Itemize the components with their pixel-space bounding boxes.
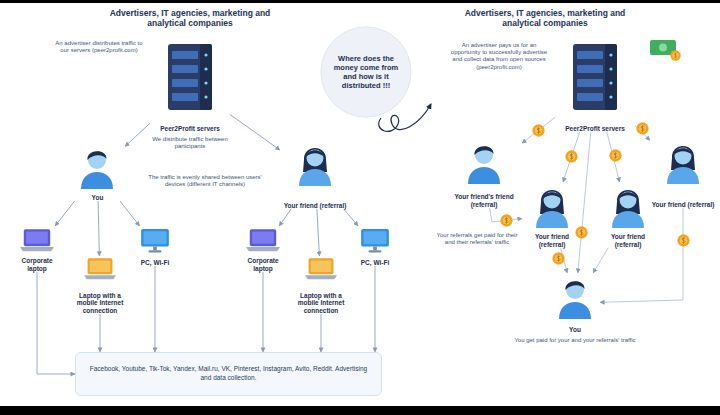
coin-icon xyxy=(552,252,564,264)
person-icon xyxy=(667,146,699,184)
icon-node: Corporate laptop xyxy=(238,226,288,272)
node-label: Peer2Profit servers xyxy=(160,125,220,132)
icon-node: You xyxy=(550,273,600,333)
traffic-arrow xyxy=(263,272,264,352)
coin-icon xyxy=(636,122,648,134)
traffic-arrow xyxy=(98,201,99,256)
traffic-arrow xyxy=(375,266,376,352)
node-label: Laptop with a mobile Internet connection xyxy=(70,292,130,314)
payout-line xyxy=(578,132,591,273)
traffic-arrow xyxy=(125,123,150,146)
note-text: An advertiser distributes traffic to our… xyxy=(55,40,143,54)
icon-node: PC, Wi-Fi xyxy=(132,226,178,266)
question-circle: Where does the money come from and how i… xyxy=(320,26,412,118)
node-label: PC, Wi-Fi xyxy=(361,259,389,266)
person-icon xyxy=(559,281,591,319)
icon-node: Your friend (referral) xyxy=(280,141,350,209)
person-icon xyxy=(299,148,331,186)
coin-icon xyxy=(575,226,587,238)
frame-band xyxy=(0,0,720,3)
person-icon xyxy=(612,190,644,228)
laptop-icon xyxy=(20,229,54,251)
note-text: You get paid for your and your referrals… xyxy=(485,337,665,344)
payout-line xyxy=(600,208,683,302)
coin-icon xyxy=(677,234,689,246)
icon-node: You xyxy=(70,143,125,201)
coin-icon xyxy=(532,124,544,136)
node-label: Facebook, Youtube, Tik-Tok, Yandex, Mail… xyxy=(88,365,369,383)
coin-icon xyxy=(670,50,680,60)
note-text: Your referrals get paid for their and th… xyxy=(436,232,518,246)
traffic-arrow xyxy=(120,201,140,226)
heading-text: Advertisers, IT agencies, marketing and … xyxy=(95,8,285,28)
person-icon xyxy=(81,151,113,189)
node-label: Corporate laptop xyxy=(238,257,288,272)
person-icon xyxy=(468,146,500,184)
laptop-icon xyxy=(305,258,337,279)
note-text: The traffic is evenly shared between use… xyxy=(140,174,270,188)
coin-icon xyxy=(609,149,621,161)
person-icon xyxy=(536,190,568,228)
coin-icon xyxy=(565,150,577,162)
server-icon xyxy=(168,44,212,110)
payout-line xyxy=(593,248,608,273)
node-label: Where does the money come from and how i… xyxy=(332,54,400,90)
node-label: Laptop with a mobile Internet connection xyxy=(291,292,351,314)
traffic-arrow xyxy=(55,201,75,226)
icon-node: PC, Wi-Fi xyxy=(353,226,397,266)
traffic-arrow xyxy=(100,314,101,352)
node-label: Your friend's friend (referral) xyxy=(446,193,522,208)
note-text: We distribute traffic between participan… xyxy=(148,136,232,150)
icon-node: Laptop with a mobile Internet connection xyxy=(70,256,130,314)
traffic-arrow xyxy=(321,314,322,352)
platform-box: Facebook, Youtube, Tik-Tok, Yandex, Mail… xyxy=(75,352,382,396)
icon-node: Corporate laptop xyxy=(12,226,62,272)
note-text: An advertiser pays us for an opportunity… xyxy=(446,42,552,71)
node-label: You xyxy=(569,326,581,333)
node-label: Peer2Profit servers xyxy=(565,125,625,132)
laptop-icon xyxy=(246,229,280,251)
payout-line xyxy=(522,117,555,143)
node-label: Your friend (referral) xyxy=(600,233,656,248)
frame-band xyxy=(0,406,720,415)
icon-node: Laptop with a mobile Internet connection xyxy=(291,256,351,314)
node-label: Your friend (referral) xyxy=(522,233,582,248)
traffic-arrow xyxy=(344,209,358,226)
icon-node: Your friend (referral) xyxy=(600,182,656,248)
icon-node: Your friend (referral) xyxy=(522,182,582,248)
node-label: Your friend (referral) xyxy=(652,201,715,208)
traffic-arrow xyxy=(317,209,320,256)
icon-node: Your friend (referral) xyxy=(650,138,716,208)
node-label: Corporate laptop xyxy=(12,257,62,272)
icon-node: Peer2Profit servers xyxy=(150,40,230,132)
payout-line xyxy=(563,132,580,182)
icon-node: Peer2Profit servers xyxy=(555,40,635,132)
coin-icon xyxy=(500,214,512,226)
node-label: Your friend (referral) xyxy=(284,202,347,209)
traffic-arrow xyxy=(37,272,75,374)
traffic-arrow xyxy=(279,209,291,226)
traffic-arrow xyxy=(230,115,280,151)
server-icon xyxy=(573,44,617,110)
traffic-arrow xyxy=(155,266,156,352)
icon-node: Your friend's friend (referral) xyxy=(446,138,522,208)
monitor-icon xyxy=(141,229,169,253)
monitor-icon xyxy=(361,229,389,253)
node-label: You xyxy=(92,194,104,201)
node-label: PC, Wi-Fi xyxy=(141,259,169,266)
circle-shape xyxy=(321,27,411,117)
heading-text: Advertisers, IT agencies, marketing and … xyxy=(450,8,640,28)
money-bill-mark xyxy=(659,44,667,52)
laptop-icon xyxy=(84,258,116,279)
